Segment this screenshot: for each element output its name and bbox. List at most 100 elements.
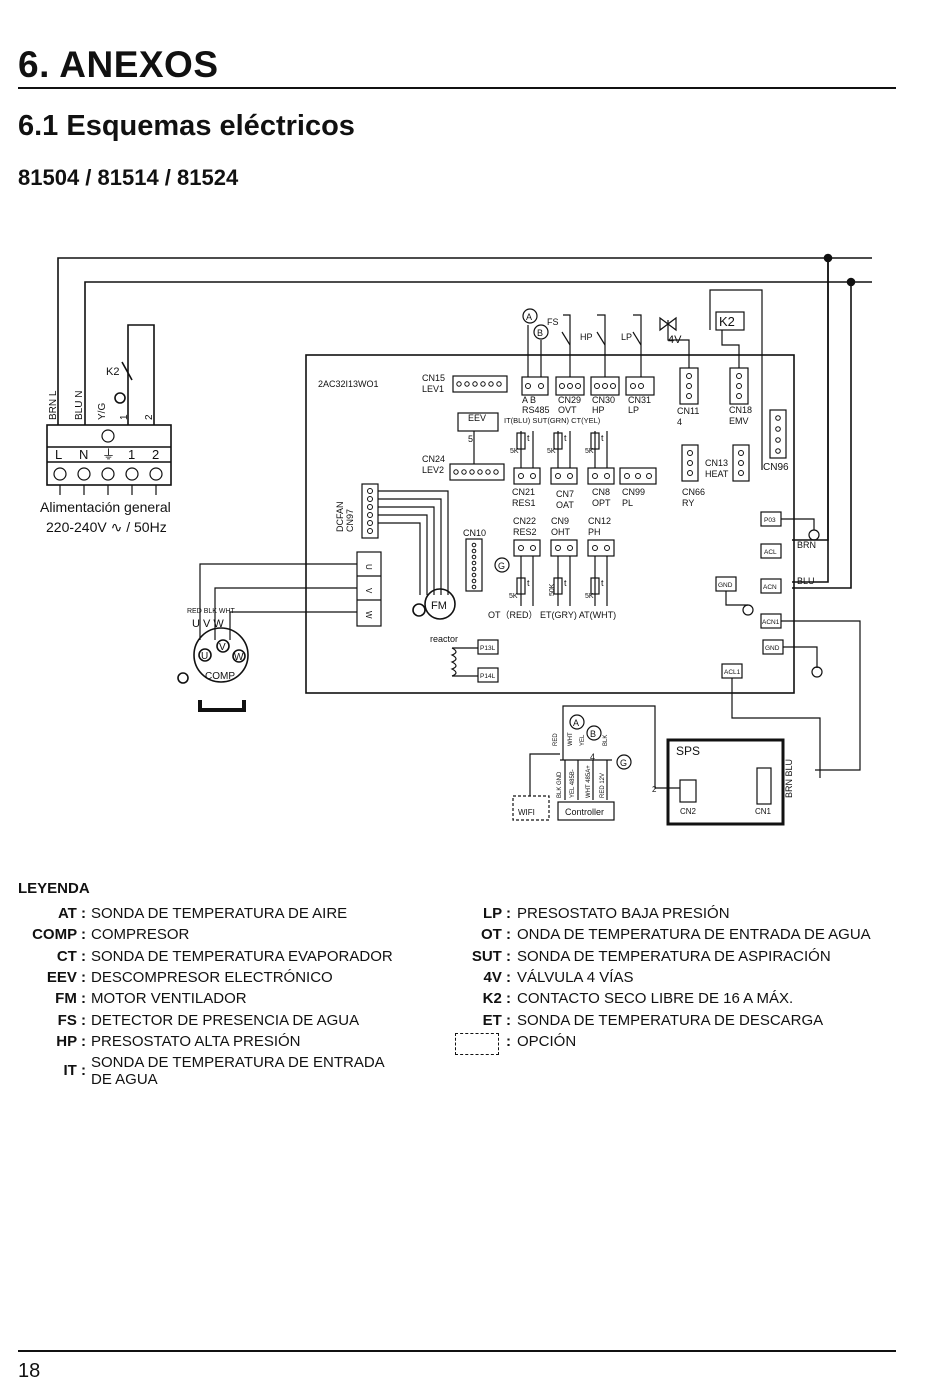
top-rule — [18, 87, 896, 89]
cn2-label: CN2 — [680, 807, 697, 816]
cn99-label: CN99 — [622, 487, 645, 497]
relay-k2: K2 — [719, 314, 735, 329]
probe-row2: OT（RED） ET(GRY) AT(WHT) — [488, 610, 616, 620]
legend-description: MOTOR VENTILADOR — [91, 990, 247, 1008]
legend-code: ET : — [482, 1011, 511, 1029]
ab-wire-wht: WHT — [568, 732, 574, 746]
four-label: 4 — [677, 417, 682, 427]
fm-label: FM — [431, 600, 447, 612]
lev1-label: LEV1 — [422, 384, 444, 394]
cn96-label: CN96 — [763, 462, 789, 473]
rs485-a-label: A — [526, 312, 532, 322]
hp-label: HP — [592, 405, 605, 415]
sps-brnblu-label: BRN BLU — [784, 759, 794, 798]
fivek-label-2: 5K — [547, 448, 556, 455]
legend-code: CT : — [56, 947, 86, 965]
cn7-label: CN7 — [556, 489, 574, 499]
comp-terminal-w: W — [234, 652, 244, 663]
comp-terminal-v: V — [219, 642, 226, 653]
terminal-1: 1 — [128, 447, 135, 462]
ry-label: RY — [682, 498, 694, 508]
phase-u-label: U — [364, 564, 373, 570]
five-label: 5 — [468, 434, 473, 444]
legend-code: SUT : — [471, 947, 511, 965]
legend-code: K2 : — [482, 990, 511, 1008]
p14l-label: P14L — [480, 673, 496, 680]
sps-wire-count: 2 — [652, 785, 657, 794]
legend-description: VÁLVULA 4 VÍAS — [517, 968, 634, 986]
terminal-block — [46, 424, 172, 486]
wire-2: 2 — [144, 414, 155, 420]
acl1-label: ACL1 — [724, 669, 741, 676]
comp-label: COMP — [205, 671, 235, 682]
oht-label: OHT — [551, 527, 571, 537]
legend-code: EEV : — [46, 968, 86, 986]
cn13-label: CN13 — [705, 458, 728, 468]
comp-terminal-u: U — [201, 651, 208, 662]
legend-code: FM : — [55, 990, 86, 1008]
wire-brn-l: BRN L — [48, 390, 59, 420]
emv-label: EMV — [729, 416, 749, 426]
option-dashed-box — [455, 1033, 499, 1055]
cn15-label: CN15 — [422, 373, 445, 383]
legend-description: SONDA DE TEMPERATURA DE DESCARGA — [517, 1011, 824, 1029]
section-title: 6. ANEXOS — [18, 44, 219, 85]
legend-description-line2: DE AGUA — [91, 1071, 158, 1089]
supply-rating: 220-240V ∿ / 50Hz — [46, 519, 167, 535]
res1-label: RES1 — [512, 498, 536, 508]
ctrl-b-label: B — [590, 729, 596, 739]
supply-line-l — [57, 257, 872, 425]
cn18-label: CN18 — [729, 405, 752, 415]
wifi-label: WIFI — [518, 808, 535, 817]
thermistor-t-2: t — [564, 433, 567, 443]
terminal-2: 2 — [152, 447, 159, 462]
ctrl-g-label: G — [620, 758, 627, 768]
legend-description: DESCOMPRESOR ELECTRÓNICO — [91, 968, 333, 986]
cn22-label: CN22 — [513, 516, 536, 526]
fivek-label-4: 5K — [509, 593, 518, 600]
oat-label: OAT — [556, 500, 574, 510]
cn66-label: CN66 — [682, 487, 705, 497]
supply-caption: Alimentación general — [40, 499, 171, 515]
rs485-b-label: B — [537, 328, 543, 338]
heat-label: HEAT — [705, 469, 729, 479]
wire-1: 1 — [119, 414, 130, 420]
board-id: 2AC32I13WO1 — [318, 379, 379, 389]
ctrl-wire-blk: BLK GND — [557, 771, 563, 798]
brn-label: BRN — [797, 540, 816, 550]
legend-code: : — [506, 1032, 511, 1050]
cn31-label: CN31 — [628, 395, 651, 405]
legend-code: IT : — [63, 1062, 87, 1080]
cn24-label: CN24 — [422, 454, 445, 464]
ground-g-label: G — [498, 561, 505, 571]
cn8-label: CN8 — [592, 487, 610, 497]
cn12-label: CN12 — [588, 516, 611, 526]
fivek-label-5: 5K — [585, 593, 594, 600]
fivek-label-3: 5K — [585, 448, 594, 455]
acl-label: ACL — [764, 549, 777, 556]
wiring-diagram: K2 L N ⏚ 1 2 BRN L BLU N Y/G 1 2 Aliment… — [40, 253, 872, 826]
model-numbers: 81504 / 81514 / 81524 — [18, 165, 239, 190]
sps-label: SPS — [676, 744, 700, 758]
ab-wire-red: RED — [553, 733, 559, 746]
p13l-label: P13L — [480, 645, 496, 652]
legend-code: HP : — [56, 1032, 86, 1050]
acn-label: ACN — [763, 584, 777, 591]
legend-title: LEYENDA — [18, 880, 90, 897]
lp-label: LP — [628, 405, 639, 415]
cn29-label: CN29 — [558, 395, 581, 405]
thermistor-t-6: t — [601, 578, 604, 588]
legend-code: COMP : — [32, 926, 86, 944]
legend-description: SONDA DE TEMPERATURA DE ASPIRACIÓN — [517, 947, 831, 965]
pl-label: PL — [622, 498, 633, 508]
legend-description: PRESOSTATO BAJA PRESIÓN — [517, 905, 730, 922]
rs485-label: RS485 — [522, 405, 550, 415]
subsection-title: 6.1 Esquemas eléctricos — [18, 110, 355, 142]
cn30-label: CN30 — [592, 395, 615, 405]
probe-row1: IT(BLU) SUT(GRN) CT(YEL) — [504, 416, 601, 425]
legend-description: DETECTOR DE PRESENCIA DE AGUA — [91, 1011, 360, 1029]
ovt-label: OVT — [558, 405, 577, 415]
legend-description: SONDA DE TEMPERATURA DE ENTRADA — [91, 1054, 385, 1072]
gnd-label-1: GND — [718, 582, 733, 589]
k2-label: K2 — [106, 366, 119, 378]
